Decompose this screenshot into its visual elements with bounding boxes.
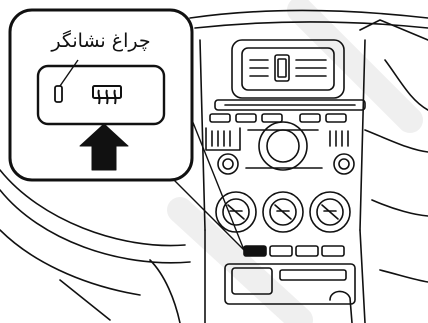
indicator-lamp-icon [55, 86, 62, 102]
indicator-light-label: چراغ نشانگر [26, 30, 176, 52]
